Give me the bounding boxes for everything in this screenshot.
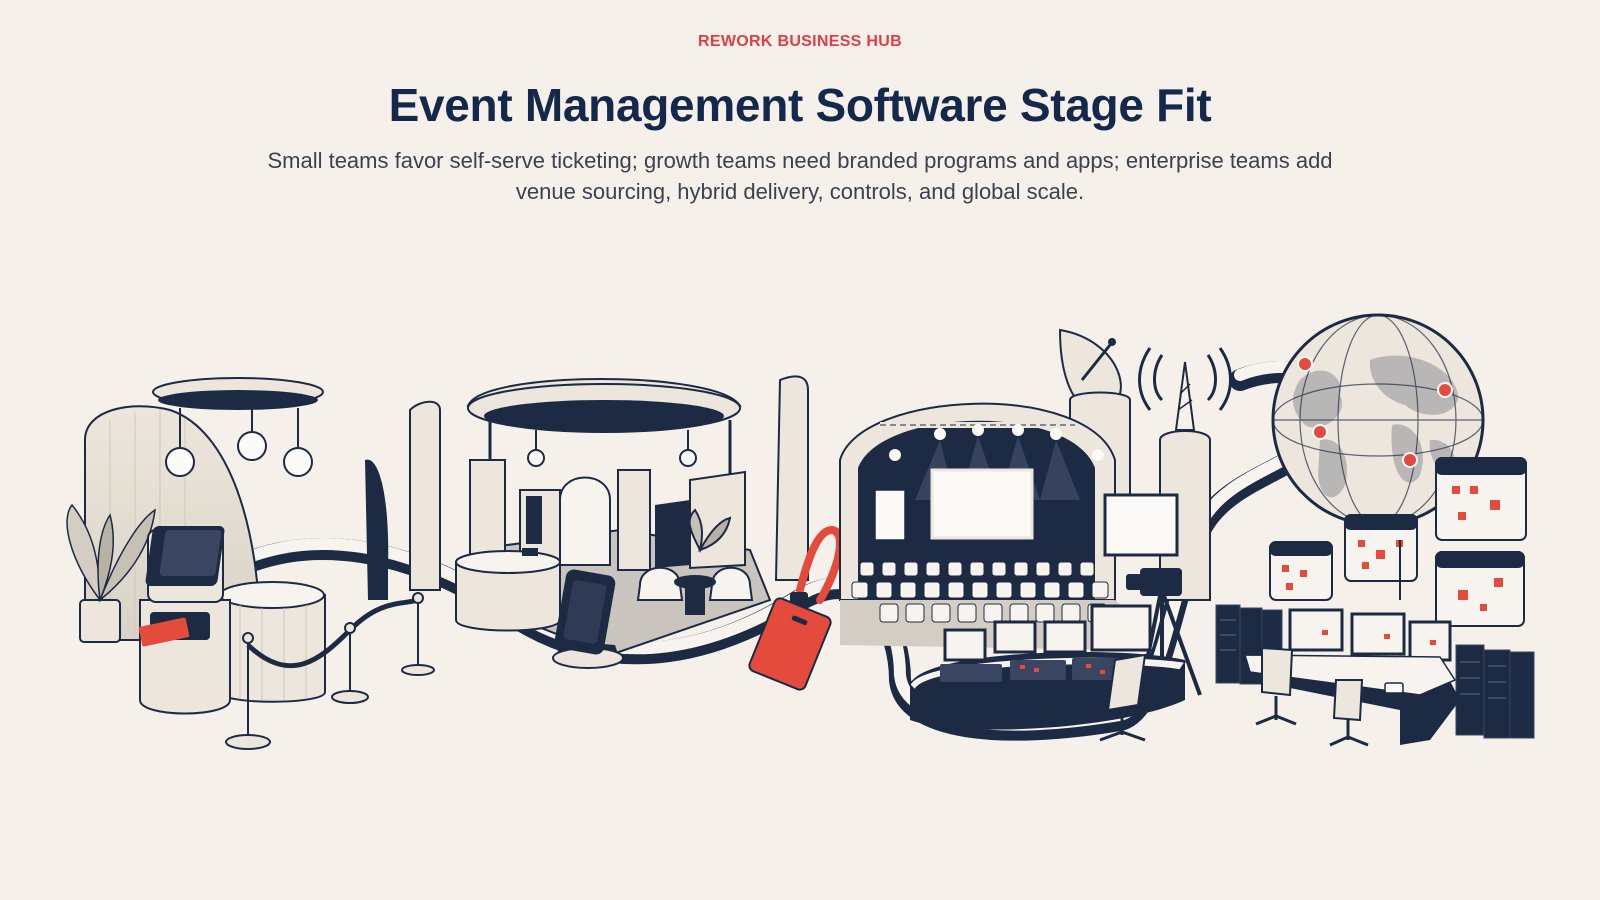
- tablet-kiosk-icon: [552, 569, 624, 669]
- calendar-icon: [1269, 457, 1527, 627]
- broadcast-tower-icon: [1138, 347, 1232, 601]
- ticket-kiosk-icon: [138, 526, 231, 715]
- brand-eyebrow: REWORK BUSINESS HUB: [698, 33, 902, 50]
- page-subtitle: Small teams favor self-serve ticketing; …: [267, 148, 1333, 204]
- booth-canopy-icon: [466, 378, 742, 605]
- server-rack-icon: [1215, 604, 1535, 739]
- scene-small-team: [66, 377, 435, 750]
- lanyard-badge-icon: [748, 525, 844, 691]
- lounge-chairs-icon: [636, 508, 754, 615]
- plant-icon: [66, 503, 156, 643]
- control-desk-icon: [909, 604, 1187, 742]
- globe-icon: [1271, 313, 1485, 527]
- scene-enterprise-global: [1215, 313, 1535, 747]
- pendant-lights-icon: [152, 377, 324, 477]
- page-title: Event Management Software Stage Fit: [388, 79, 1212, 131]
- scene-growth: [365, 375, 844, 691]
- stage-fit-illustration: [66, 313, 1535, 750]
- stanchion-icon: [225, 592, 435, 750]
- operations-center-icon: [1243, 608, 1460, 747]
- scene-enterprise-stage: [839, 328, 1232, 742]
- info-counter: [219, 581, 326, 703]
- stage-icon: [839, 402, 1179, 650]
